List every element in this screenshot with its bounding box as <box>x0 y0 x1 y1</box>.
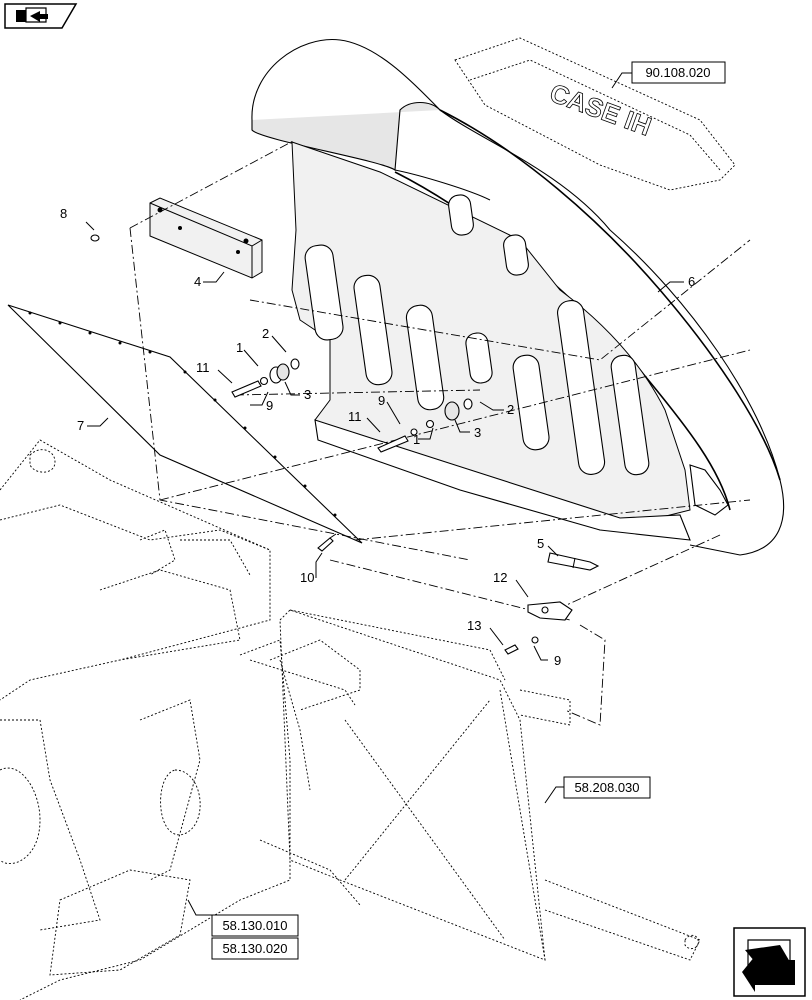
svg-text:58.130.010: 58.130.010 <box>222 918 287 933</box>
callout-6: 6 <box>688 274 695 289</box>
cover-sheet-part-7 <box>7 304 363 544</box>
svg-text:CASE IH: CASE IH <box>546 77 655 141</box>
bolt-part-13 <box>504 636 539 655</box>
svg-text:58.208.030: 58.208.030 <box>574 780 639 795</box>
plate-part-4 <box>149 197 263 279</box>
callout-9b: 9 <box>378 393 385 408</box>
folder-forward-arrow-icon <box>742 939 795 992</box>
callout-12: 12 <box>493 570 507 585</box>
hardware-right-set <box>377 398 473 453</box>
callout-9c: 9 <box>554 653 561 668</box>
callout-2b: 2 <box>507 402 514 417</box>
svg-text:90.108.020: 90.108.020 <box>645 65 710 80</box>
frame-structure <box>0 439 361 1000</box>
ref-box-90-108-020[interactable]: 90.108.020 <box>631 61 726 84</box>
folder-back-arrow-icon <box>16 7 48 23</box>
callout-11a: 11 <box>196 360 210 375</box>
hardware-left-set <box>231 358 300 398</box>
callout-8: 8 <box>60 206 67 221</box>
ref-box-58-130-010[interactable]: 58.130.010 <box>211 914 299 937</box>
callout-9a: 9 <box>266 398 273 413</box>
bracket-part-12 <box>527 601 573 621</box>
back-nav-button[interactable] <box>4 3 78 29</box>
callout-1a: 1 <box>236 340 243 355</box>
callout-2a: 2 <box>262 326 269 341</box>
callout-13: 13 <box>467 618 481 633</box>
tank-assembly <box>249 609 701 961</box>
pin-part-10 <box>317 533 337 552</box>
callout-1b: 1 <box>413 432 420 447</box>
callout-7: 7 <box>77 418 84 433</box>
shield-panel <box>251 38 785 556</box>
callout-3b: 3 <box>474 425 481 440</box>
ref-box-58-130-020[interactable]: 58.130.020 <box>211 937 299 960</box>
ref-box-58-208-030[interactable]: 58.208.030 <box>563 776 651 799</box>
callout-leaders <box>85 72 684 916</box>
callout-5: 5 <box>537 536 544 551</box>
callout-10: 10 <box>300 570 314 585</box>
brand-marking: CASE IH <box>546 77 656 142</box>
forward-nav-button[interactable] <box>733 927 806 997</box>
callout-numbers: 8 4 7 11 1 2 9 3 11 9 1 3 2 6 5 12 13 9 … <box>60 206 695 668</box>
bolt-part-8 <box>90 234 100 242</box>
callout-11b: 11 <box>348 409 362 424</box>
svg-text:58.130.020: 58.130.020 <box>222 941 287 956</box>
callout-4: 4 <box>194 274 201 289</box>
pin-part-5 <box>547 552 600 571</box>
callout-3a: 3 <box>304 387 311 402</box>
